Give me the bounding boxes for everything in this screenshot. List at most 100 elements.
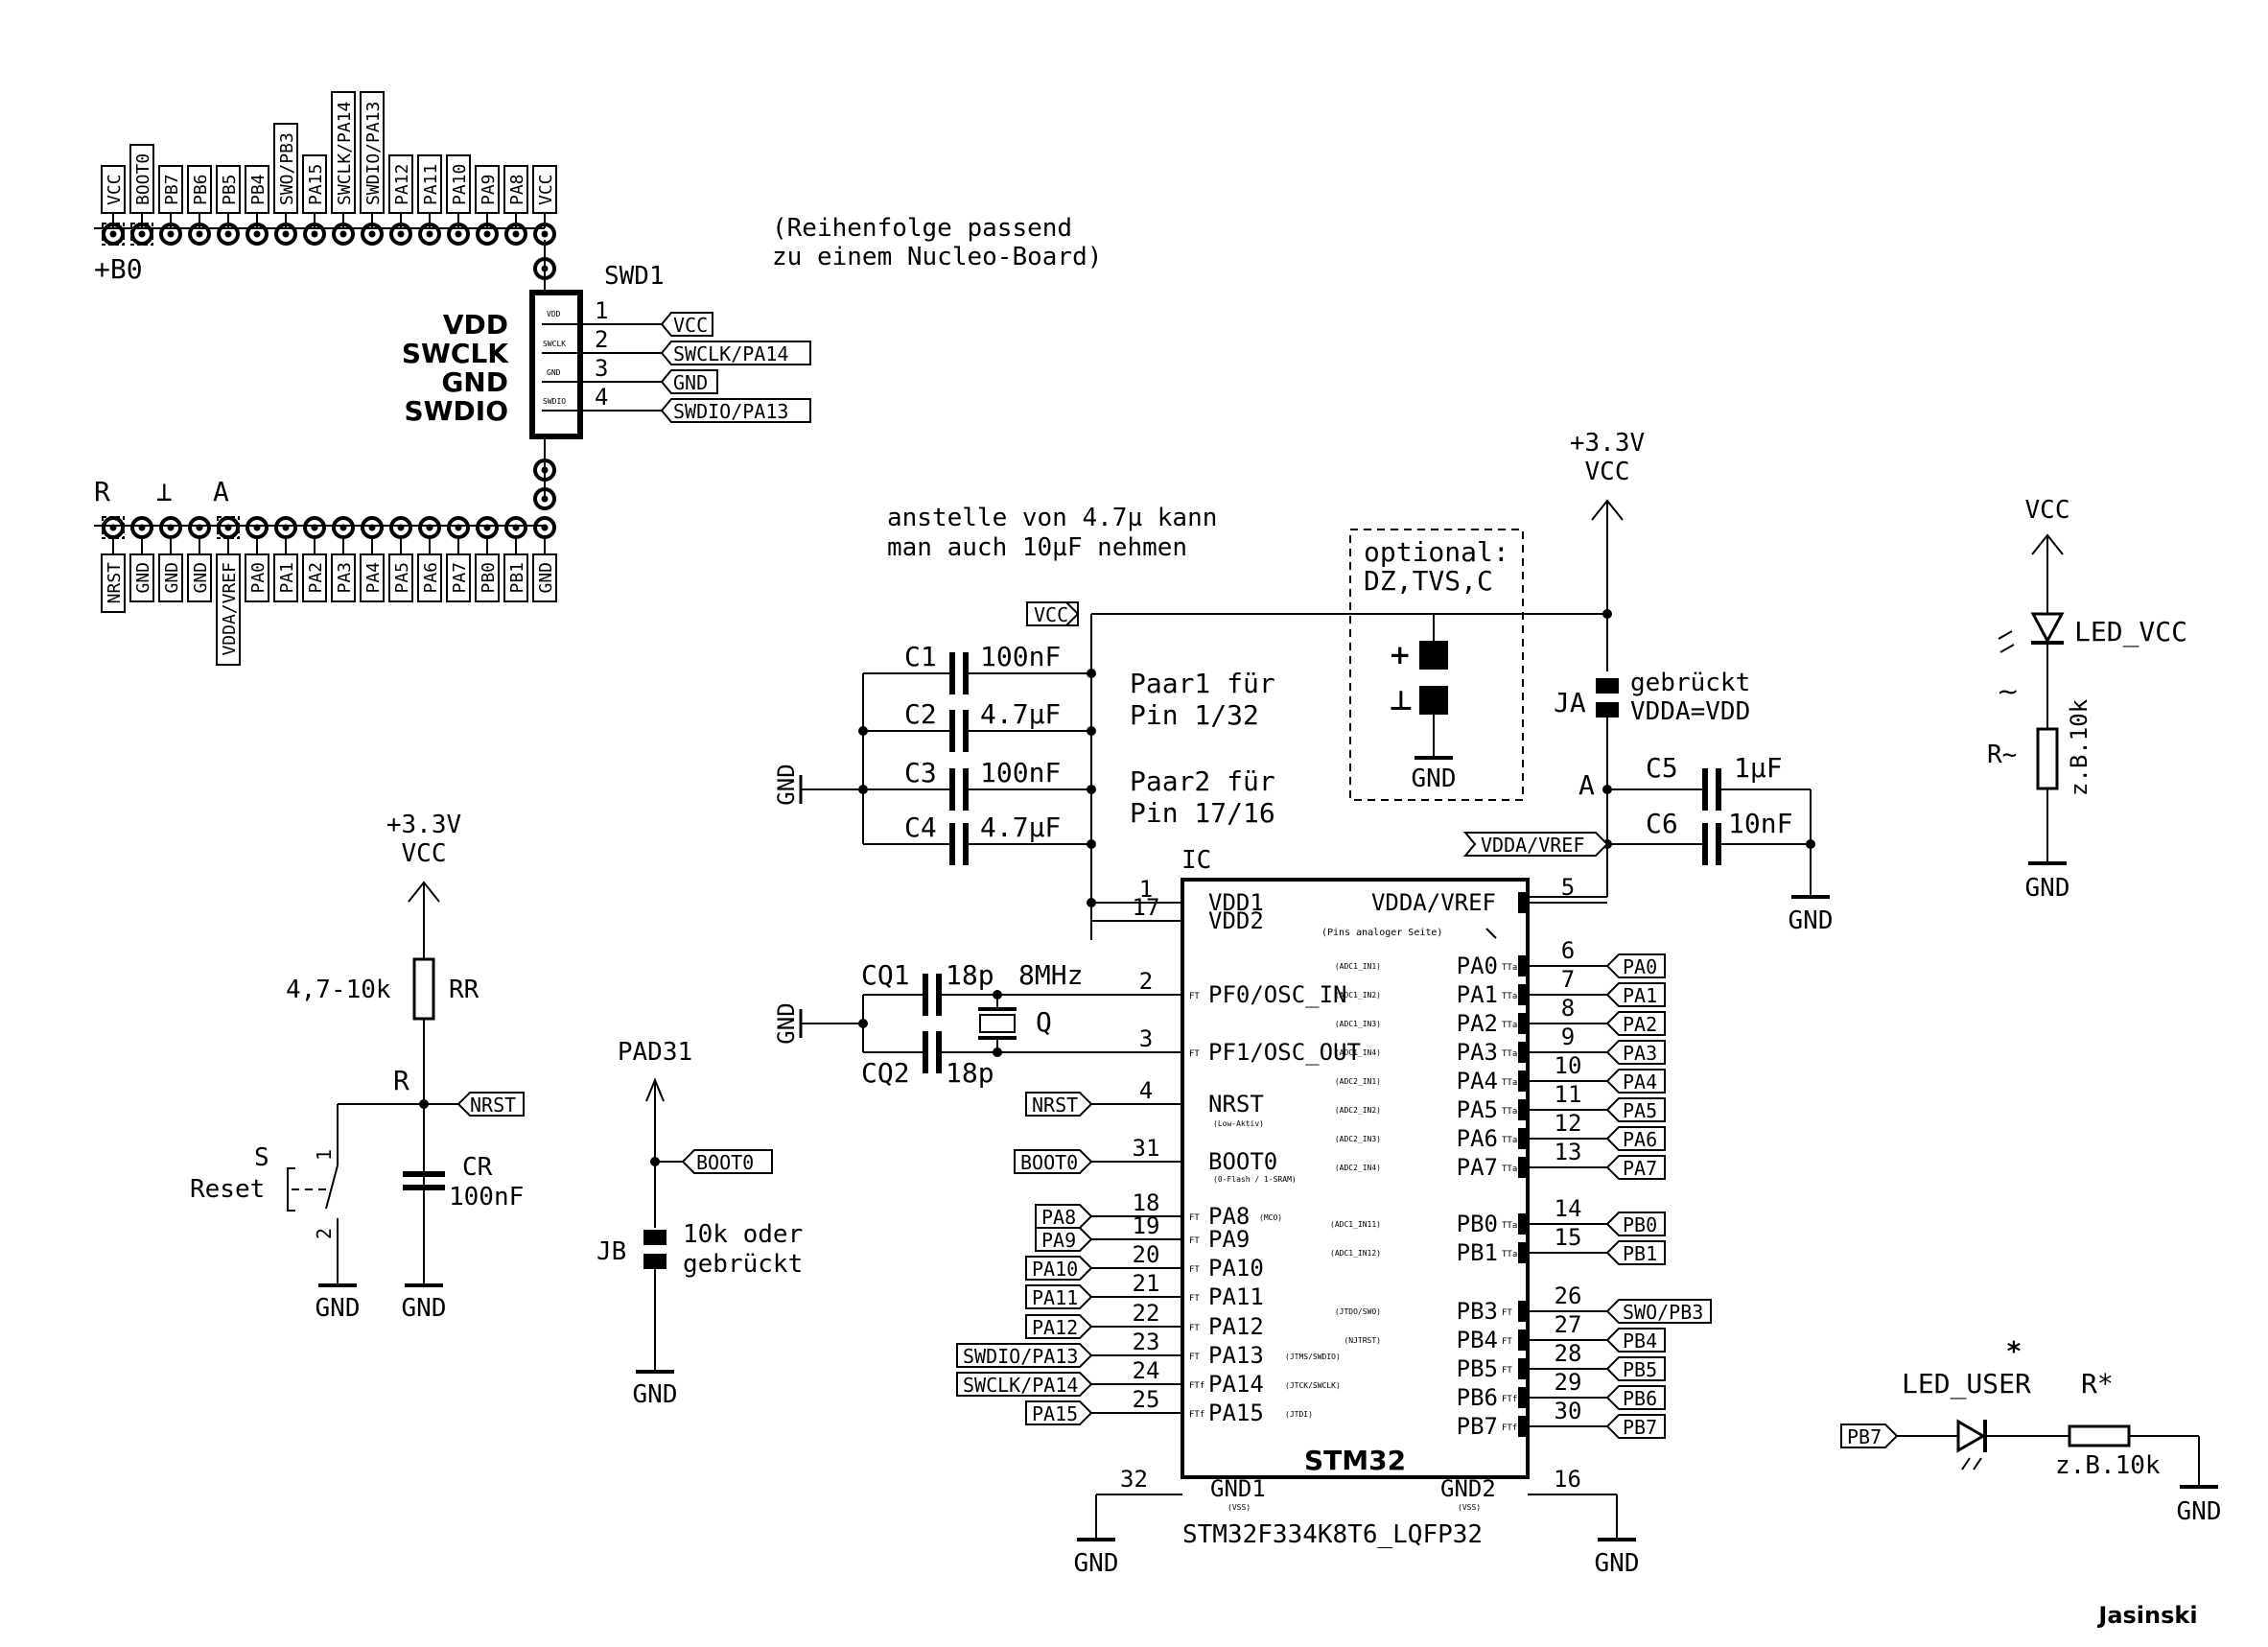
ic-left-pin-18-name: PA8 <box>1208 1203 1250 1230</box>
top-pin-13-pa10-label: PA10 <box>450 164 470 205</box>
ic-left-pin-17-num: 17 <box>1133 894 1160 921</box>
swd-name-2: SWCLK <box>402 338 509 369</box>
ic-analog-note: (Pins analoger Seite) <box>1321 928 1442 938</box>
top-pin-11-pa12-pad <box>389 223 412 246</box>
ic-right-pin-14-tt: TTa <box>1502 1221 1517 1231</box>
top-pin-10-swdio-pa13-label: SWDIO/PA13 <box>363 102 384 205</box>
ic-left-pin-2-ft: FT <box>1189 992 1200 1001</box>
ic-left-pin-22-num: 22 <box>1133 1300 1160 1327</box>
led-user-star: * <box>2007 1335 2022 1367</box>
ic-left-pin-31-num: 31 <box>1133 1135 1160 1162</box>
ic-left-pin-21-name: PA11 <box>1208 1283 1264 1310</box>
ic-left-pin-19-ft: FT <box>1189 1236 1200 1246</box>
c5-ref: C5 <box>1646 752 1678 784</box>
ic-right-pin-5-num: 5 <box>1561 874 1575 901</box>
left-net-pa11-text: PA11 <box>1032 1286 1078 1309</box>
bottom-pin-10-pa4-label: PA4 <box>363 562 384 594</box>
optional-gnd: GND <box>1412 765 1457 793</box>
ic-right-pin-30-name: PB7 <box>1457 1413 1498 1440</box>
author: Jasinski <box>2096 1602 2197 1629</box>
ic-right-pin-27-tt: FT <box>1502 1337 1512 1347</box>
ic-right-pin-8-mark <box>1518 1013 1528 1034</box>
c6-ref: C6 <box>1646 808 1678 839</box>
bottom-pin-7-pa1-box <box>273 553 298 602</box>
reset-pin2: 2 <box>313 1228 336 1239</box>
reset-r: R <box>393 1065 409 1096</box>
swd-name-3: GND <box>441 366 508 398</box>
reset-vcc-volt: +3.3V <box>386 811 461 839</box>
ic-left-pin-4-name: NRST <box>1208 1091 1264 1118</box>
top-pin-16-vcc-pad <box>533 223 556 246</box>
ja-note-2: VDDA=VDD <box>1630 697 1750 726</box>
ic-ref: IC <box>1181 846 1211 875</box>
ic-left-pin-20-num: 20 <box>1133 1241 1160 1268</box>
right-net-pa3-text: PA3 <box>1623 1042 1657 1065</box>
ic-left-pin-25-num: 25 <box>1133 1386 1160 1413</box>
top-pin-7-swo-pb3-label: SWO/PB3 <box>277 132 297 205</box>
bottom-pin-12-pa6-box <box>417 553 442 602</box>
led-user-pb7: PB7 <box>1847 1425 1882 1448</box>
ic-right-pin-13-mark <box>1518 1157 1528 1178</box>
ic-left-pin-1-name: VDD1 <box>1208 889 1264 916</box>
c1-ref: C1 <box>904 641 937 672</box>
ic-right-pin-5-name: VDDA/VREF <box>1371 889 1496 916</box>
top-header-extra-pad-hole <box>541 265 549 272</box>
bottom-pin-4-gnd-label: GND <box>191 562 211 594</box>
note-cap-line-2: man auch 10µF nehmen <box>887 533 1187 562</box>
pair1-line-1: Paar1 für <box>1130 668 1275 699</box>
bottom-mark-gnd: ⊥ <box>156 476 173 507</box>
top-pin-2-boot0-pad <box>130 223 153 246</box>
right-net-pb4-text: PB4 <box>1623 1329 1657 1353</box>
top-pin-5-pb5-pad-hole <box>224 230 232 238</box>
top-pin-3-pb7-pad <box>159 223 182 246</box>
ic-right-pin-26-mark <box>1518 1301 1528 1322</box>
vcc-main-volt: +3.3V <box>1570 429 1645 458</box>
ic-right-pin-8-name: PA2 <box>1457 1010 1498 1037</box>
ic-right-pin-11-alt: (ADC2_IN2) <box>1335 1106 1381 1115</box>
ic-gnd2-sub: (VSS) <box>1458 1503 1481 1512</box>
top-pin-4-pb6-box <box>187 165 212 214</box>
ic-right-pin-11-num: 11 <box>1555 1081 1582 1108</box>
top-pin-14-pa9-pad-hole <box>483 230 491 238</box>
left-net-pa8-tag <box>1035 1204 1093 1229</box>
ic-right-pin-14-num: 14 <box>1555 1195 1582 1222</box>
bottom-pin-15-pb1-pad-hole <box>512 524 520 531</box>
left-net-swclk-pa14-text: SWCLK/PA14 <box>963 1374 1078 1397</box>
ic-left-pin-21-num: 21 <box>1133 1270 1160 1297</box>
bottom-pin-13-pa7-pad-hole <box>455 524 462 531</box>
jb-ref: JB <box>596 1237 626 1266</box>
ic-left-pin-23-num: 23 <box>1133 1329 1160 1355</box>
ic-right-pin-11-mark <box>1518 1099 1528 1120</box>
ic-left-pin-23-ft: FT <box>1189 1353 1200 1362</box>
ic-right-pin-12-num: 12 <box>1555 1110 1582 1137</box>
bottom-pin-11-pa5-label: PA5 <box>392 562 412 594</box>
swd-label-1: VCC <box>673 314 708 337</box>
right-net-pb5-text: PB5 <box>1623 1358 1657 1381</box>
analog-gnd: GND <box>1789 906 1834 935</box>
top-pin-10-swdio-pa13-pad <box>361 223 384 246</box>
ic-right-pin-27-alt: (NJTRST) <box>1344 1336 1381 1345</box>
ic-right-pin-6-tt: TTa <box>1502 963 1517 973</box>
top-pin-12-pa11-pad <box>418 223 441 246</box>
bottom-pin-9-pa3-pad-hole <box>339 524 347 531</box>
top-pin-6-pb4-pad <box>246 223 269 246</box>
left-net-pa10-text: PA10 <box>1032 1258 1078 1281</box>
led-user-r: R* <box>2081 1368 2114 1400</box>
bottom-pin-1-nrst-pad-hole <box>109 524 117 531</box>
top-pin-6-pb4-pad-hole <box>253 230 261 238</box>
ic-right-pin-9-num: 9 <box>1561 1023 1575 1050</box>
top-pin-13-pa10-pad-hole <box>455 230 462 238</box>
right-net-pa3-tag <box>1605 1040 1666 1065</box>
right-net-pb7-text: PB7 <box>1623 1416 1657 1439</box>
bottom-header-extra-pad-2-hole <box>541 495 549 503</box>
right-net-pb0-tag <box>1605 1212 1666 1236</box>
ic-right-pin-29-num: 29 <box>1555 1369 1582 1396</box>
ic-name: STM32 <box>1304 1445 1406 1476</box>
ic-gnd1: GND1 <box>1210 1475 1266 1502</box>
top-pin-6-pb4-label: PB4 <box>248 174 269 205</box>
bottom-pin-2-gnd-box <box>129 553 154 602</box>
top-pin-7-swo-pb3-pad <box>274 223 297 246</box>
left-net-pa12-text: PA12 <box>1032 1316 1078 1339</box>
left-net-pa11-tag <box>1025 1284 1093 1309</box>
c4-val: 4.7µF <box>980 812 1061 843</box>
